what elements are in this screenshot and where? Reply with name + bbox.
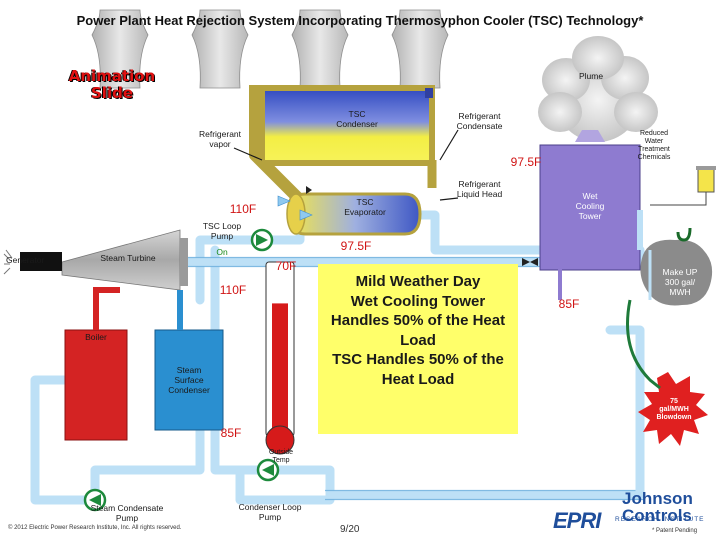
thermometer — [265, 261, 295, 455]
temp-110-condenser: 110F — [219, 283, 247, 297]
epri-logo: EPRI — [553, 508, 601, 533]
epri-subtitle: RESEARCH INSTITUTE — [615, 516, 705, 523]
label-make-up: Make UP 300 gal/ MWH — [662, 267, 698, 297]
label-plume: Plume — [578, 71, 604, 81]
tsc-loop-pump — [250, 228, 274, 252]
label-blowdown: 75 gal/MWH Blowdown — [656, 398, 692, 422]
tsc-evaporator — [286, 192, 422, 236]
animation-badge: Animation Slide — [68, 67, 156, 103]
tsc-condenser — [249, 85, 437, 210]
temp-70-outside: 70F — [275, 259, 297, 273]
label-refrigerant-condensate: Refrigerant Condensate — [456, 111, 503, 131]
steam-condensate-pump — [83, 488, 107, 512]
generator — [3, 249, 62, 275]
blowdown-burst — [638, 372, 708, 446]
label-tsc-condenser: TSC Condenser — [336, 109, 378, 129]
page-title: Power Plant Heat Rejection System Incorp… — [76, 13, 644, 28]
label-refrigerant-liquid-head: Refrigerant Liquid Head — [456, 179, 503, 199]
heat-message-box — [318, 264, 518, 434]
label-wet-cooling-tower: Wet Cooling Tower — [575, 191, 605, 221]
johnson-controls-logo: Johnson Controls — [622, 489, 693, 525]
blowdown-pipe — [626, 299, 661, 390]
valve-icon — [522, 258, 538, 266]
label-reduced-water-treatment: Reduced Water Treatment Chemicals — [637, 130, 671, 162]
label-tsc-loop-pump: TSC Loop Pump — [202, 221, 242, 241]
page-number: 9/20 — [340, 524, 360, 535]
label-steam-turbine: Steam Turbine — [100, 253, 156, 263]
flow-arrows-evaporator — [277, 195, 313, 221]
make-up-cloud — [640, 239, 713, 306]
label-generator: Generator — [6, 255, 45, 265]
copyright: © 2012 Electric Power Research Institute… — [8, 525, 182, 531]
label-tsc-loop-pump-state: On — [216, 247, 228, 257]
label-refrigerant-vapor: Refrigerant vapor — [198, 129, 242, 149]
annotation-arrows — [233, 129, 459, 201]
wet-cooling-tower — [539, 130, 643, 300]
temp-97-5-mid: 97.5F — [340, 239, 372, 253]
valve-icon-top — [306, 186, 312, 194]
patent-note: * Patent Pending — [652, 528, 698, 534]
plume-cloud — [538, 36, 658, 142]
label-steam-condensate-pump: Steam Condensate Pump — [90, 503, 164, 523]
chemical-tank — [650, 166, 716, 206]
heat-message: Mild Weather Day Wet Cooling Tower Handl… — [330, 273, 506, 388]
label-steam-surface-condenser: Steam Surface Condenser — [168, 365, 210, 395]
label-condenser-loop-pump: Condenser Loop Pump — [238, 502, 302, 522]
boiler — [64, 329, 128, 441]
label-boiler: Boiler — [85, 332, 107, 342]
steam-surface-condenser — [154, 329, 224, 431]
label-tsc-evaporator: TSC Evaporator — [344, 197, 386, 217]
temp-85-condenser: 85F — [220, 426, 242, 440]
label-outside-temp: Outside Temp — [268, 449, 294, 465]
condenser-loop-pump — [256, 458, 280, 482]
cooling-tower-stacks — [91, 9, 449, 89]
temp-97-5-top: 97.5F — [510, 155, 542, 169]
make-up-valve-icon — [676, 227, 692, 242]
temp-85-tower: 85F — [558, 297, 580, 311]
temp-110-tsc: 110F — [229, 202, 257, 216]
